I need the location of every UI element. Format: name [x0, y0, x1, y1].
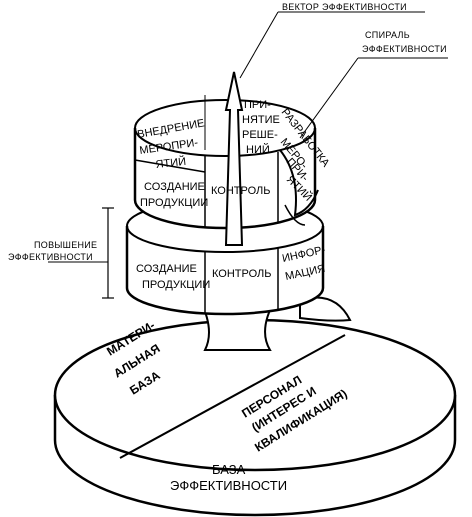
lower-production-text: СОЗДАНИЕ ПРОДУКЦИИ	[136, 263, 210, 291]
svg-text:НЯТИЕ: НЯТИЕ	[242, 114, 280, 126]
upper-control-text: КОНТРОЛЬ	[211, 185, 270, 197]
svg-text:ПРОДУКЦИИ: ПРОДУКЦИИ	[140, 197, 208, 209]
efficiency-vector-arrow	[224, 71, 244, 246]
base-title-line2: ЭФФЕКТИВНОСТИ	[170, 478, 287, 493]
svg-text:НИЙ: НИЙ	[246, 143, 270, 156]
base-divider	[119, 334, 346, 459]
svg-text:ЯТИЙ: ЯТИЙ	[155, 155, 187, 171]
increase-label-line1: ПОВЫШЕНИЕ	[34, 240, 97, 250]
spiral-label-line1: СПИРАЛЬ	[365, 30, 410, 40]
lower-control-text: КОНТРОЛЬ	[212, 268, 271, 280]
svg-text:РЕШЕ-: РЕШЕ-	[242, 129, 278, 141]
increase-label-line2: ЭФФЕКТИВНОСТИ	[8, 252, 93, 262]
spiral-label-line2: ЭФФЕКТИВНОСТИ	[362, 44, 447, 54]
vector-label: ВЕКТОР ЭФФЕКТИВНОСТИ	[282, 2, 407, 12]
upper-ring	[133, 95, 319, 230]
base-title-line1: БАЗА	[212, 462, 246, 477]
svg-text:ПРИ-: ПРИ-	[244, 99, 271, 111]
callout-lines	[48, 11, 448, 299]
svg-text:СОЗДАНИЕ: СОЗДАНИЕ	[144, 181, 205, 193]
svg-text:СОЗДАНИЕ: СОЗДАНИЕ	[136, 263, 197, 275]
upper-decision-text: ПРИ- НЯТИЕ РЕШЕ- НИЙ	[242, 99, 280, 156]
svg-text:ПРОДУКЦИИ: ПРОДУКЦИИ	[142, 279, 210, 291]
upper-production-text: СОЗДАНИЕ ПРОДУКЦИИ	[140, 181, 208, 209]
